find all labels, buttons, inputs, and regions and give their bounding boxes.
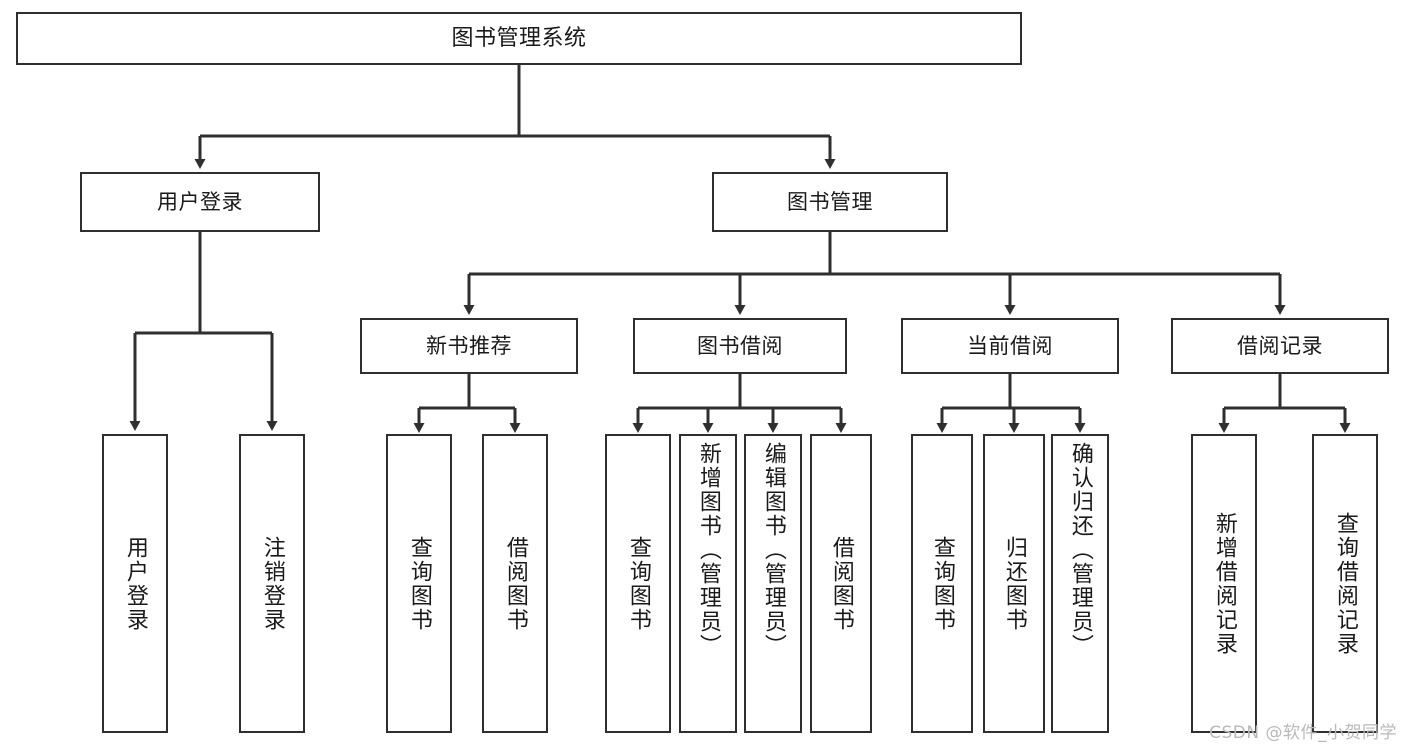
node-label: 编辑图书（管理员）	[760, 442, 786, 658]
node-book-borrow[interactable]: 图书借阅	[633, 318, 847, 374]
node-label: 借阅图书	[502, 535, 528, 632]
node-leaf-user-login[interactable]: 用户登录	[102, 434, 168, 733]
node-label: 新书推荐	[426, 333, 512, 358]
node-user-login[interactable]: 用户登录	[80, 172, 320, 232]
watermark-text: CSDN @软件_小贺同学	[1209, 723, 1397, 743]
node-label: 新增图书（管理员）	[695, 442, 721, 658]
node-label: 查询图书	[625, 535, 651, 632]
node-leaf-confirm-return-admin[interactable]: 确认归还（管理员）	[1051, 434, 1109, 733]
node-label: 图书管理	[787, 189, 873, 214]
node-leaf-return-book[interactable]: 归还图书	[983, 434, 1045, 733]
node-label: 新增借阅记录	[1211, 511, 1237, 656]
node-leaf-query-book-borrow[interactable]: 查询图书	[605, 434, 671, 733]
node-label: 借阅图书	[828, 535, 854, 632]
node-label: 查询借阅记录	[1332, 511, 1358, 656]
node-book-manage[interactable]: 图书管理	[712, 172, 948, 232]
node-label: 确认归还（管理员）	[1067, 442, 1093, 658]
node-leaf-add-borrow-record[interactable]: 新增借阅记录	[1191, 434, 1257, 733]
node-leaf-query-book-current[interactable]: 查询图书	[911, 434, 973, 733]
node-leaf-query-borrow-record[interactable]: 查询借阅记录	[1312, 434, 1378, 733]
node-label: 用户登录	[157, 189, 243, 214]
node-label: 用户登录	[122, 535, 148, 632]
node-root-system[interactable]: 图书管理系统	[16, 12, 1022, 65]
node-borrow-record[interactable]: 借阅记录	[1171, 318, 1389, 374]
node-leaf-add-book-admin[interactable]: 新增图书（管理员）	[679, 434, 737, 733]
node-label: 当前借阅	[967, 333, 1053, 358]
node-leaf-logout-login[interactable]: 注销登录	[239, 434, 305, 733]
node-leaf-edit-book-admin[interactable]: 编辑图书（管理员）	[744, 434, 802, 733]
node-label: 查询图书	[929, 535, 955, 632]
node-label: 注销登录	[259, 535, 285, 632]
node-label: 借阅记录	[1237, 333, 1323, 358]
node-leaf-borrow-book-recommend[interactable]: 借阅图书	[482, 434, 548, 733]
node-label: 图书借阅	[697, 333, 783, 358]
node-leaf-query-book-recommend[interactable]: 查询图书	[386, 434, 452, 733]
node-leaf-borrow-book[interactable]: 借阅图书	[810, 434, 872, 733]
node-label: 图书管理系统	[451, 25, 587, 51]
node-new-book-recommend[interactable]: 新书推荐	[360, 318, 578, 374]
node-label: 归还图书	[1001, 535, 1027, 632]
node-current-borrow[interactable]: 当前借阅	[901, 318, 1119, 374]
node-label: 查询图书	[406, 535, 432, 632]
